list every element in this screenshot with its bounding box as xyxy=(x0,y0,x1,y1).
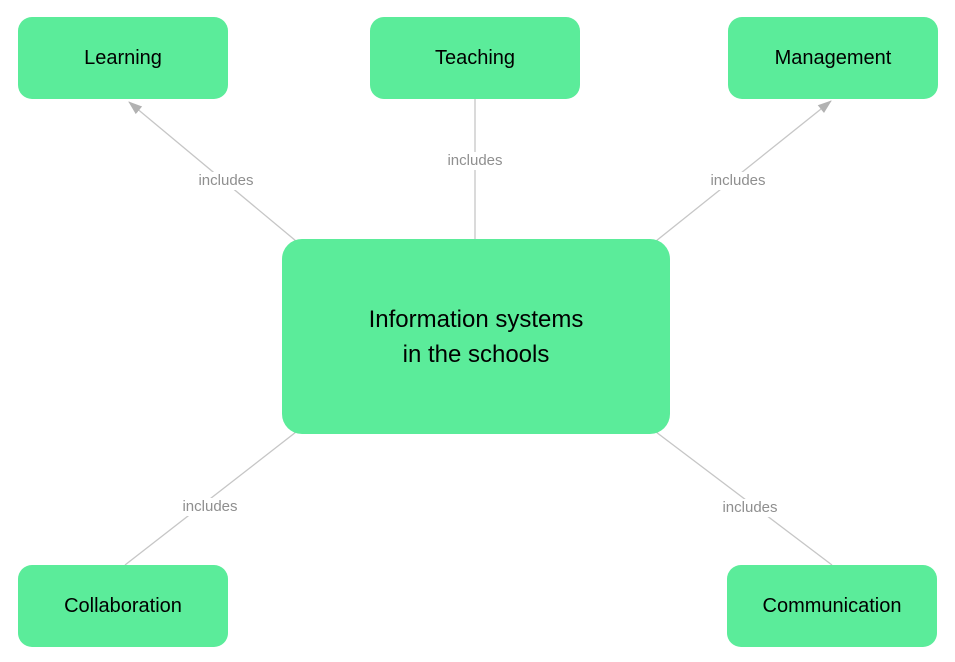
node-communication: Communication xyxy=(727,565,937,647)
node-collaboration: Collaboration xyxy=(18,565,228,647)
edge-label-learning: includes xyxy=(194,172,258,190)
node-information-systems: Information systems in the schools xyxy=(282,239,670,434)
edge-center-management xyxy=(655,100,832,242)
edge-label-communication: includes xyxy=(718,499,782,517)
node-label: Information systems in the schools xyxy=(368,305,584,368)
node-label: Collaboration xyxy=(64,594,182,617)
edge-label-management: includes xyxy=(706,172,770,190)
node-label: Communication xyxy=(762,594,902,617)
edge-center-learning xyxy=(128,101,297,242)
node-label: Learning xyxy=(84,46,162,69)
node-management: Management xyxy=(728,17,938,99)
node-learning: Learning xyxy=(18,17,228,99)
node-label: Teaching xyxy=(434,46,516,69)
node-teaching: Teaching xyxy=(370,17,580,99)
edge-center-communication xyxy=(655,431,833,566)
node-label: Management xyxy=(774,46,892,69)
edge-label-collaboration: includes xyxy=(178,498,242,516)
edge-label-teaching: includes xyxy=(443,152,507,170)
